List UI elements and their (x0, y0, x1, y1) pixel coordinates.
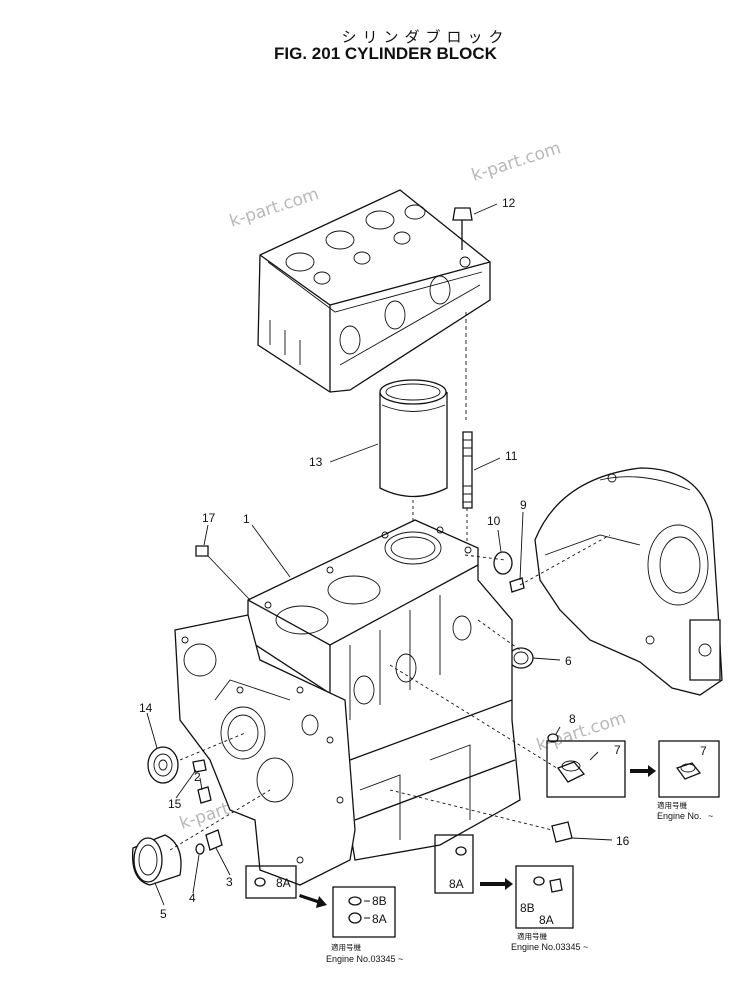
detail-box-plug-7 (546, 740, 626, 798)
plug (195, 545, 209, 557)
callout-13: 13 (309, 455, 323, 469)
callout-8a: 8A (449, 877, 464, 891)
arrow-icon (630, 765, 656, 777)
callout-8a: 8A (539, 913, 554, 927)
callout-8b: 8B (372, 894, 387, 908)
callout-2: 2 (194, 770, 201, 784)
callout-7: 7 (614, 743, 621, 757)
arrow-icon (299, 894, 327, 908)
callout-3: 3 (226, 875, 233, 889)
callout-8a: 8A (276, 876, 291, 890)
callout-8b: 8B (520, 901, 535, 915)
stud-bolt (462, 431, 473, 545)
callout-12: 12 (502, 196, 516, 210)
note-applicable-jp: 適用号機 (657, 800, 687, 810)
dowel-pin (195, 843, 205, 855)
callout-4: 4 (189, 891, 196, 905)
callout-6: 6 (565, 654, 572, 668)
o-ring (493, 551, 513, 575)
detail-box-8a-8b (332, 886, 396, 938)
dowel-pin (205, 829, 223, 851)
detail-box-8a (245, 865, 297, 899)
note-applicable-jp: 適用号機 (517, 931, 547, 941)
callout-11: 11 (505, 449, 518, 463)
leader-lines (146, 203, 613, 906)
small-plug (547, 733, 559, 743)
front-cap (131, 834, 182, 886)
callout-17: 17 (202, 511, 216, 525)
callout-1: 1 (243, 512, 250, 526)
note-engine-no: Engine No.03345 ~ (326, 954, 403, 964)
cylinder-block (247, 519, 521, 861)
callout-9: 9 (520, 498, 527, 512)
cylinder-head (257, 189, 491, 393)
note-engine-no: Engine No. (657, 811, 702, 821)
arrow-icon (480, 878, 513, 890)
title-english: FIG. 201 CYLINDER BLOCK (274, 44, 497, 63)
detail-box-8a-center (434, 834, 474, 894)
flywheel-housing (534, 467, 723, 696)
callout-8a: 8A (372, 912, 387, 926)
note-engine-no: Engine No.03345 ~ (511, 942, 588, 952)
dowel-pin (197, 786, 212, 804)
title-japanese: シリンダブロック (341, 28, 510, 46)
detail-box-plug-7-alt (658, 740, 720, 798)
head-bolt (452, 207, 473, 420)
front-plate (174, 614, 356, 886)
detail-box-8a-8b-right (515, 865, 574, 929)
callout-7-alt: 7 (700, 744, 707, 758)
oil-seal-front (147, 746, 179, 784)
dowel-pin (192, 759, 207, 773)
callout-14: 14 (139, 701, 153, 715)
note-tilde: ~ (708, 811, 713, 821)
cylinder-liner (379, 379, 448, 530)
note-applicable-jp: 適用号機 (331, 942, 361, 952)
callout-16: 16 (616, 834, 630, 848)
callout-5: 5 (160, 907, 167, 921)
callout-8: 8 (569, 712, 576, 726)
callout-10: 10 (487, 514, 501, 528)
assembly-lines (169, 534, 611, 851)
dowel-pin (509, 577, 525, 593)
callout-15: 15 (168, 797, 182, 811)
